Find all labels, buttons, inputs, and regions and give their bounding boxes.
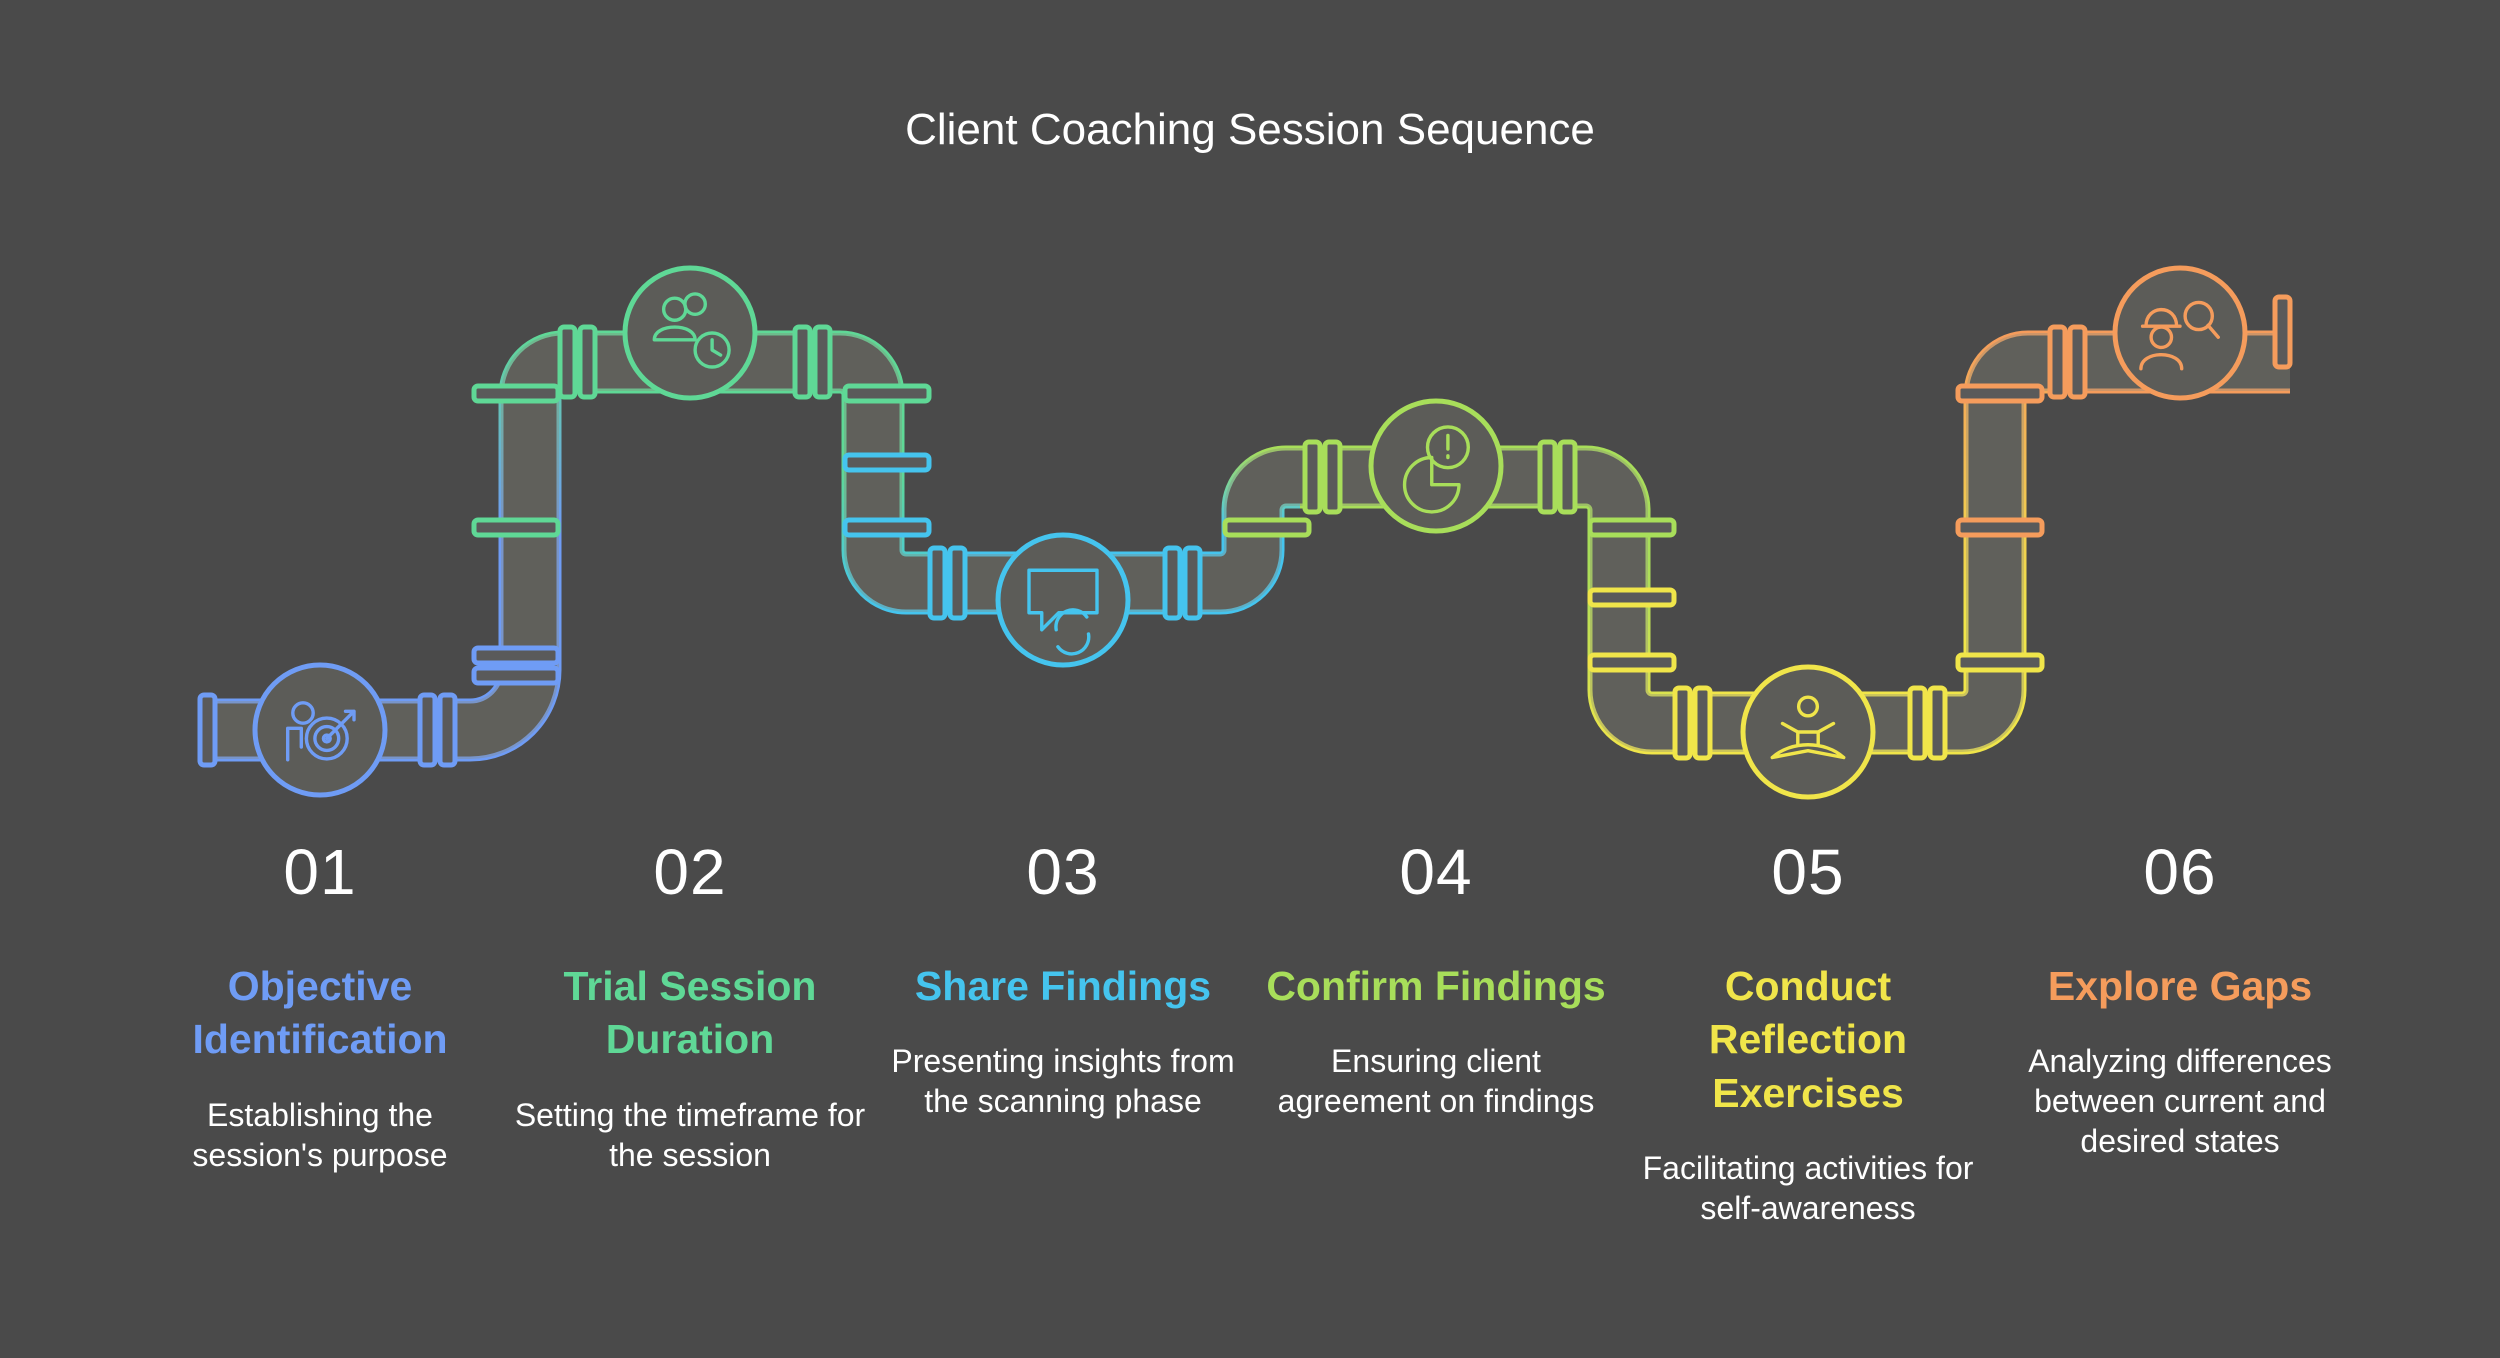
meditation-icon <box>1770 695 1846 760</box>
pipe-coupling <box>1955 652 2045 673</box>
step-04: 04 Confirm Findings Ensuring client agre… <box>1256 840 1616 1121</box>
pipe-coupling <box>947 545 968 621</box>
pipe-coupling <box>2047 324 2068 400</box>
step-description: Setting the timeframe for the session <box>514 1096 866 1173</box>
pipe-coupling <box>417 692 438 768</box>
pipe-coupling <box>1927 685 1948 761</box>
step-description: Facilitating activities for self-awarene… <box>1642 1149 1974 1226</box>
worker-search-icon <box>2139 300 2220 371</box>
pipe-coupling <box>1302 439 1323 515</box>
pipe-coupling <box>1955 517 2045 538</box>
pipe-coupling <box>1955 383 2045 404</box>
pipe-coupling <box>2067 324 2088 400</box>
step-description: Analyzing differences between current an… <box>2028 1043 2332 1160</box>
pipe-inlet-cap <box>197 692 218 768</box>
step-node-02 <box>622 265 758 401</box>
step-node-circle <box>995 532 1131 668</box>
step-06: 06 Explore Gaps Analyzing differences be… <box>2000 840 2360 1161</box>
diagram-title: Client Coaching Session Sequence <box>905 105 1595 154</box>
pipe-coupling <box>577 324 598 400</box>
pipe-coupling <box>471 645 561 666</box>
pipe-coupling <box>1182 545 1203 621</box>
pipe-coupling <box>1672 685 1693 761</box>
pipe-coupling <box>1537 439 1558 515</box>
pipe-coupling <box>1587 652 1677 673</box>
step-number: 03 <box>1026 836 1100 908</box>
pipe-coupling <box>927 545 948 621</box>
step-node-circle <box>1368 398 1504 534</box>
step-03: 03 Share Findings Presenting insights fr… <box>883 840 1243 1121</box>
pipe-coupling <box>812 324 833 400</box>
pipe-coupling <box>471 383 561 404</box>
step-number: 04 <box>1399 836 1473 908</box>
step-description: Establishing the session's purpose <box>192 1096 448 1173</box>
step-title: Conduct Reflection Exercises <box>1708 963 1908 1116</box>
step-title: Explore Gaps <box>2047 963 2313 1009</box>
step-title: Objective Identification <box>192 963 448 1063</box>
pipe-coupling <box>1222 517 1312 538</box>
pipe-coupling <box>557 324 578 400</box>
chat-refresh-icon <box>1027 568 1099 656</box>
pipe-outlet-cap <box>2272 294 2293 370</box>
step-02: 02 Trial Session Duration Setting the ti… <box>510 840 870 1175</box>
step-node-01 <box>252 662 388 798</box>
step-node-circle <box>2112 265 2248 401</box>
pie-alert-icon <box>1402 425 1471 514</box>
step-node-04 <box>1368 398 1504 534</box>
pipe-segment-4 <box>1300 445 1651 560</box>
pipe-segment-5 <box>1680 620 2027 755</box>
pipe-coupling <box>1162 545 1183 621</box>
pipe-coupling <box>1907 685 1928 761</box>
pipe-riser-4-5 <box>1587 560 1680 755</box>
step-05: 05 Conduct Reflection Exercises Facilita… <box>1628 840 1988 1228</box>
pipe-coupling <box>1557 439 1578 515</box>
pipe-coupling <box>1587 587 1677 608</box>
people-clock-icon <box>652 292 731 369</box>
step-number: 01 <box>283 836 357 908</box>
step-node-05 <box>1740 664 1876 800</box>
step-title: Confirm Findings <box>1266 963 1606 1009</box>
pipe-coupling <box>1692 685 1713 761</box>
pipe-coupling <box>437 692 458 768</box>
step-number: 06 <box>2143 836 2217 908</box>
person-target-icon <box>285 701 356 762</box>
step-description: Presenting insights from the scanning ph… <box>891 1043 1235 1120</box>
pipe-coupling <box>842 383 932 404</box>
pipe-riser-2-3 <box>841 470 930 615</box>
pipe-coupling <box>792 324 813 400</box>
step-number: 02 <box>653 836 727 908</box>
pipe-fill <box>205 333 2290 759</box>
pipe-coupling <box>1322 439 1343 515</box>
pipe-coupling <box>471 517 561 538</box>
step-number: 05 <box>1771 836 1845 908</box>
pipe-segment-3 <box>930 525 1285 615</box>
step-title: Trial Session Duration <box>563 963 817 1063</box>
step-node-06 <box>2112 265 2248 401</box>
pipe-coupling <box>842 517 932 538</box>
pipe-coupling <box>842 452 932 473</box>
step-01: 01 Objective Identification Establishing… <box>140 840 500 1175</box>
step-title: Share Findings <box>914 963 1212 1009</box>
step-description: Ensuring client agreement on findings <box>1277 1043 1595 1120</box>
pipe-coupling <box>471 665 561 686</box>
step-node-03 <box>995 532 1131 668</box>
pipe-coupling <box>1587 517 1677 538</box>
